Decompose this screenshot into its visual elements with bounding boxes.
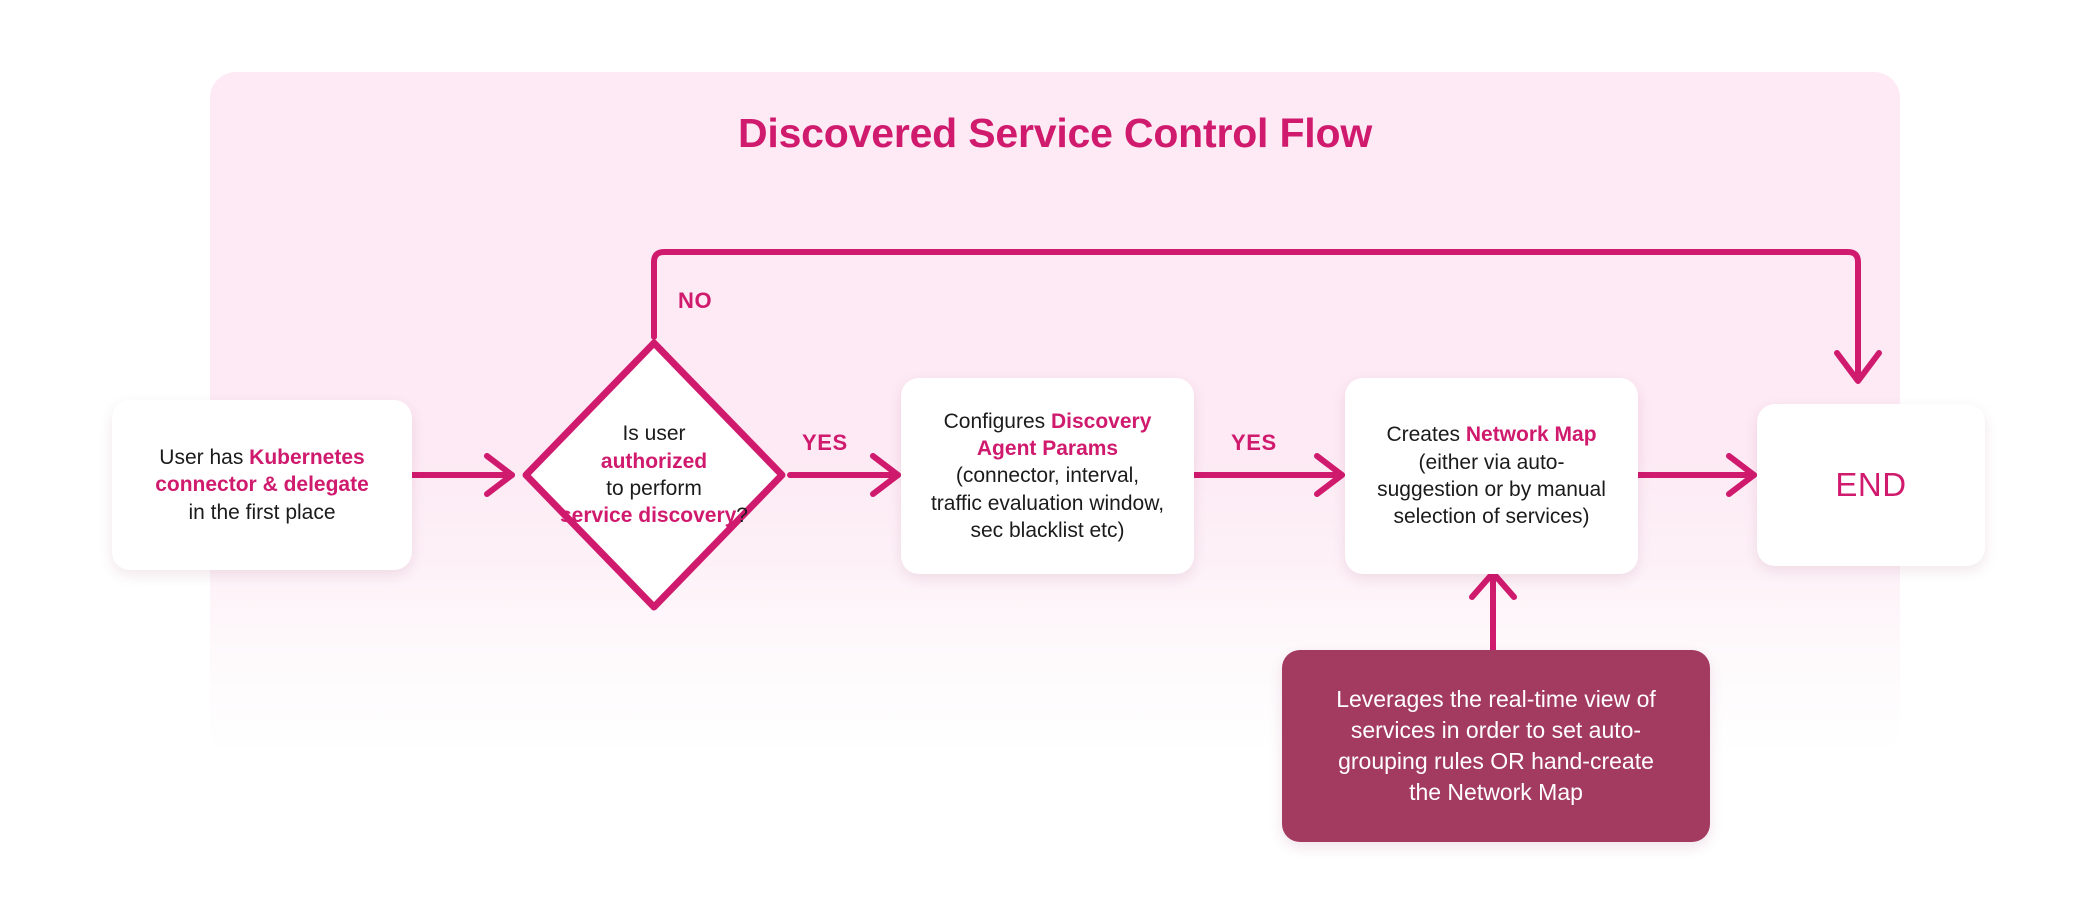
diamond-shape bbox=[522, 339, 786, 611]
decision-line4-tail: ? bbox=[736, 504, 748, 528]
node-params-text: Configures Discovery Agent Params (conne… bbox=[917, 402, 1178, 550]
params-line5: sec blacklist etc) bbox=[970, 518, 1125, 542]
params-line4: traffic evaluation window, bbox=[930, 491, 1165, 515]
node-user-has-connector[interactable]: User has Kubernetes connector & delegate… bbox=[112, 400, 412, 570]
user-line1-plain: User has bbox=[159, 446, 250, 470]
user-line2-highlight: connector & delegate bbox=[155, 473, 369, 497]
user-line3: in the first place bbox=[188, 500, 336, 524]
note-line2: services in order to set auto- bbox=[1350, 717, 1642, 744]
params-line1-highlight: Discovery bbox=[1050, 409, 1152, 433]
node-end-label: END bbox=[1835, 465, 1907, 503]
node-decision-is-user-authorized[interactable]: Is user authorized to perform service di… bbox=[518, 335, 790, 615]
params-line2-highlight: Agent Params bbox=[976, 437, 1119, 461]
params-line3: (connector, interval, bbox=[955, 464, 1140, 488]
note-line3: grouping rules OR hand-create bbox=[1338, 748, 1654, 774]
decision-line4-highlight: service discovery bbox=[560, 504, 737, 528]
node-configures-discovery-agent-params[interactable]: Configures Discovery Agent Params (conne… bbox=[901, 378, 1194, 574]
edge-label-yes-params: YES bbox=[1231, 430, 1277, 455]
annotation-text: Leverages the real-time view of services… bbox=[1314, 680, 1678, 811]
decision-line3: to perform bbox=[606, 477, 702, 500]
map-line1-highlight: Network Map bbox=[1465, 423, 1597, 447]
map-line2: (either via auto- bbox=[1418, 450, 1565, 474]
node-user-text: User has Kubernetes connector & delegate… bbox=[141, 438, 383, 532]
map-line4: selection of services) bbox=[1393, 505, 1590, 529]
edge-label-yes-decision: YES bbox=[802, 430, 848, 455]
decision-line2-highlight: authorized bbox=[600, 449, 708, 473]
node-end-terminator[interactable]: END bbox=[1757, 404, 1985, 566]
decision-line1: Is user bbox=[622, 422, 686, 446]
node-decision-text: Is user authorized to perform service di… bbox=[518, 335, 790, 615]
page-title: Discovered Service Control Flow bbox=[737, 110, 1373, 156]
edge-label-no: NO bbox=[678, 288, 713, 313]
note-line4: the Network Map bbox=[1409, 778, 1583, 805]
map-line3: suggestion or by manual bbox=[1377, 478, 1606, 501]
params-line1-plain: Configures bbox=[943, 409, 1051, 433]
node-map-text: Creates Network Map (either via auto- su… bbox=[1363, 415, 1620, 536]
map-line1-plain: Creates bbox=[1386, 423, 1466, 447]
annotation-leverages-real-time-view[interactable]: Leverages the real-time view of services… bbox=[1282, 650, 1710, 842]
user-line1-highlight: Kubernetes bbox=[249, 446, 365, 470]
note-line1: Leverages the real-time view of bbox=[1336, 686, 1656, 713]
node-creates-network-map[interactable]: Creates Network Map (either via auto- su… bbox=[1345, 378, 1638, 574]
